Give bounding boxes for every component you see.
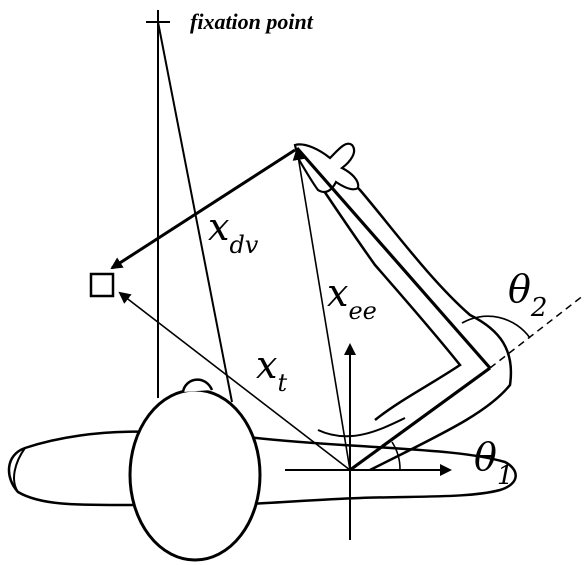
theta1-arc bbox=[391, 441, 401, 471]
head bbox=[128, 388, 262, 562]
forearm-link bbox=[295, 146, 492, 370]
label-x-dv-sub: dv bbox=[229, 231, 258, 259]
label-x-t-base: x bbox=[256, 343, 277, 387]
hand bbox=[293, 142, 360, 194]
label-x-t-sub: t bbox=[277, 369, 287, 397]
label-theta2-base: θ bbox=[508, 267, 531, 311]
label-x-dv: xdv bbox=[208, 205, 259, 259]
label-theta1-base: θ bbox=[474, 435, 497, 479]
label-x-dv-base: x bbox=[208, 205, 229, 249]
label-x-ee-base: x bbox=[327, 271, 348, 315]
label-x-t: xt bbox=[256, 343, 287, 397]
target-box bbox=[89, 272, 115, 298]
theta2-dashed-line bbox=[489, 294, 584, 369]
left-shoulder bbox=[13, 447, 26, 493]
upper-arm-link bbox=[349, 366, 491, 472]
torso-outline bbox=[7, 430, 517, 507]
vector-x-t bbox=[118, 291, 351, 471]
label-theta2: θ2 bbox=[508, 267, 547, 323]
inner-elbow bbox=[317, 417, 406, 438]
fixation-label: fixation point bbox=[190, 9, 314, 34]
nose bbox=[181, 378, 214, 393]
label-x-ee-sub: ee bbox=[348, 297, 376, 325]
label-theta1-sub: 1 bbox=[497, 461, 514, 491]
gaze-line-diagonal bbox=[157, 21, 233, 403]
theta2-arc bbox=[461, 315, 531, 339]
label-theta2-sub: 2 bbox=[530, 293, 548, 323]
vector-x-ee bbox=[292, 148, 351, 471]
label-x-ee: xee bbox=[327, 271, 377, 325]
arm-outline-inner bbox=[308, 169, 462, 421]
vector-x-dv bbox=[110, 148, 296, 270]
label-theta1: θ1 bbox=[474, 435, 513, 491]
